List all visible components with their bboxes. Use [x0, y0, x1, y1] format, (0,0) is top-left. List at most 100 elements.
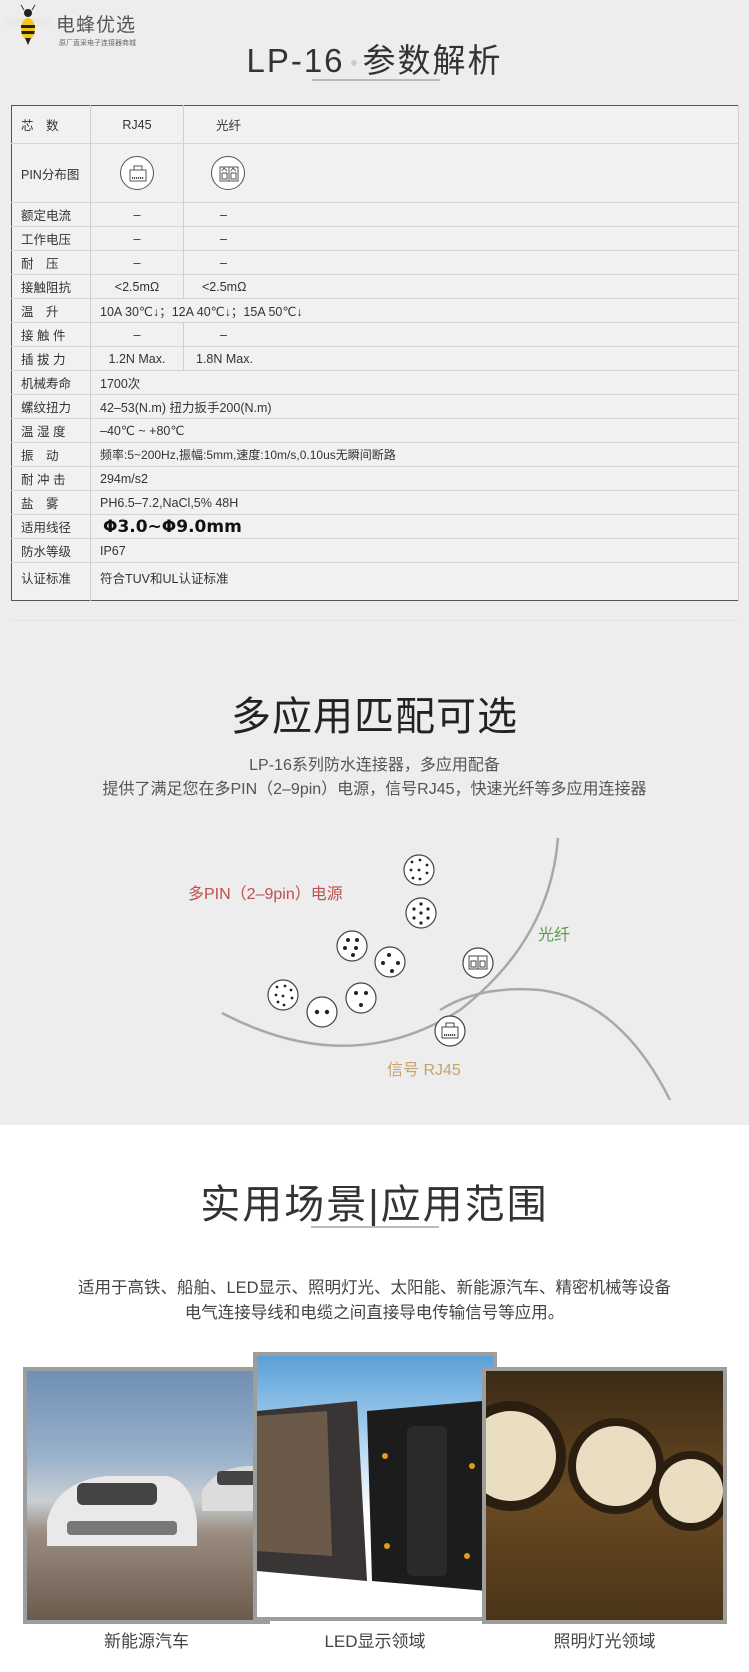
table-row: 额定电流 – –	[11, 202, 739, 227]
table-cell-fiber: 1.8N Max.	[183, 346, 739, 371]
ev-car-photo	[23, 1367, 270, 1624]
car-image	[47, 1466, 266, 1546]
title-underline	[312, 79, 440, 81]
fiber-connector-label: 光纤	[538, 927, 571, 944]
table-cell-rj45: 1.2N Max.	[90, 346, 184, 371]
table-cell-value: PH6.5–7.2,NaCl,5% 48H	[90, 490, 739, 515]
application-scenarios-title: 实用场景|应用范围	[200, 1183, 549, 1227]
rj45-connector-icon	[434, 1015, 466, 1047]
2-pin-connector-icon	[306, 996, 338, 1028]
table-cell-label: 接 触 件	[11, 322, 91, 347]
spec-table: 芯 数 RJ45 光纤 PIN分布图 额定电流 – – 工作电压 – – 耐 压…	[11, 105, 739, 601]
table-row-pin-layout: PIN分布图	[11, 143, 739, 203]
table-cell-fiber: –	[183, 226, 739, 251]
application-description-2: 电气连接导线和电缆之间直接导电传输信号等应用。	[184, 1304, 565, 1322]
stage-light-image	[486, 1401, 723, 1531]
table-row: 适用线径 Φ3.0~Φ9.0mm	[11, 514, 739, 539]
bee-icon	[5, 4, 51, 45]
table-cell-rj45: –	[90, 226, 184, 251]
table-row: 温 湿 度 –40℃ ~ +80℃	[11, 418, 739, 443]
table-cell-label: 插 拔 力	[11, 346, 91, 371]
5-pin-connector-icon	[336, 930, 368, 962]
table-cell-fiber: <2.5mΩ	[183, 274, 739, 299]
led-display-caption: LED显示领域	[324, 1632, 426, 1651]
fiber-pin-icon	[211, 156, 245, 190]
parameters-heading: 参数解析	[362, 42, 503, 79]
title-dot	[350, 60, 357, 67]
4-pin-connector-icon	[374, 946, 406, 978]
table-row: 接触阻抗 <2.5mΩ <2.5mΩ	[11, 274, 739, 299]
multi-application-title: 多应用匹配可选	[231, 695, 518, 739]
table-header-row: 芯 数 RJ45 光纤	[11, 105, 739, 144]
stage-lighting-photo	[482, 1367, 727, 1624]
led-panel-image	[257, 1401, 487, 1591]
ev-car-caption: 新能源汽车	[104, 1632, 189, 1651]
table-cell-value: 频率:5~200Hz,振幅:5mm,速度:10m/s,0.10us无瞬间断路	[90, 442, 739, 467]
table-cell-label: 适用线径	[11, 514, 91, 539]
table-cell-label: 振 动	[11, 442, 91, 467]
table-row: 机械寿命 1700次	[11, 370, 739, 395]
table-row: 插 拔 力 1.2N Max. 1.8N Max.	[11, 346, 739, 371]
table-header-fiber: 光纤	[183, 105, 739, 144]
table-cell-label: 接触阻抗	[11, 274, 91, 299]
table-cell-fiber: –	[183, 202, 739, 227]
9-pin-connector-icon	[403, 854, 435, 886]
table-cell-value: 294m/s2	[90, 466, 739, 491]
8-pin-connector-icon	[267, 979, 299, 1011]
table-cell-fiber: –	[183, 322, 739, 347]
power-connector-label: 多PIN（2–9pin）电源	[188, 886, 343, 903]
led-display-photo	[253, 1352, 497, 1621]
application-description-1: 适用于高铁、船舶、LED显示、照明灯光、太阳能、新能源汽车、精密机械等设备	[77, 1279, 672, 1297]
table-row: 防水等级 IP67	[11, 538, 739, 563]
table-row: 工作电压 – –	[11, 226, 739, 251]
connector-options-diagram	[221, 837, 672, 1100]
parameters-title: LP-16 参数解析	[0, 34, 749, 82]
table-cell-value: 1700次	[90, 370, 739, 395]
table-cell-label: 机械寿命	[11, 370, 91, 395]
table-cell-value: 42–53(N.m) 扭力扳手200(N.m)	[90, 394, 739, 419]
multi-application-subtitle-2: 提供了满足您在多PIN（2–9pin）电源，信号RJ45，快速光纤等多应用连接器	[102, 781, 647, 798]
table-row: 螺纹扭力 42–53(N.m) 扭力扳手200(N.m)	[11, 394, 739, 419]
table-cell-label: 盐 雾	[11, 490, 91, 515]
fiber-connector-icon	[462, 947, 494, 979]
table-cell-rj45: –	[90, 322, 184, 347]
table-cell-label: 温 湿 度	[11, 418, 91, 443]
brand-tagline: 原厂直采电子连接器商城	[59, 40, 136, 47]
table-row: 盐 雾 PH6.5–7.2,NaCl,5% 48H	[11, 490, 739, 515]
table-cell-label: 工作电压	[11, 226, 91, 251]
table-row: 振 动 频率:5~200Hz,振幅:5mm,速度:10m/s,0.10us无瞬间…	[11, 442, 739, 467]
table-cell-label: 温 升	[11, 298, 91, 323]
brand-logo[interactable]: 电蜂优选 原厂直采电子连接器商城	[4, 4, 154, 48]
table-row: 耐 压 – –	[11, 250, 739, 275]
table-row: 认证标准 符合TUV和UL认证标准	[11, 562, 739, 601]
table-cell-label: 认证标准	[11, 562, 91, 601]
table-cell-value: Φ3.0~Φ9.0mm	[90, 514, 739, 539]
model-name: LP-16	[246, 42, 345, 79]
table-cell-label: 芯 数	[11, 105, 91, 144]
rj45-connector-label: 信号 RJ45	[387, 1062, 461, 1079]
rj45-pin-icon	[120, 156, 154, 190]
title-underline	[311, 1226, 439, 1228]
table-cell-value: 10A 30℃↓；12A 40℃↓；15A 50℃↓	[90, 298, 739, 323]
table-row: 温 升 10A 30℃↓；12A 40℃↓；15A 50℃↓	[11, 298, 739, 323]
table-cell-rj45: –	[90, 202, 184, 227]
stage-lighting-caption: 照明灯光领域	[553, 1632, 656, 1651]
table-cell-rj45: –	[90, 250, 184, 275]
table-header-rj45: RJ45	[90, 105, 184, 144]
table-cell-label: PIN分布图	[11, 143, 91, 203]
table-row: 接 触 件 – –	[11, 322, 739, 347]
table-cell-value: IP67	[90, 538, 739, 563]
table-cell-label: 防水等级	[11, 538, 91, 563]
table-row: 耐 冲 击 294m/s2	[11, 466, 739, 491]
table-cell-fiber: –	[183, 250, 739, 275]
table-cell-label: 耐 压	[11, 250, 91, 275]
brand-name: 电蜂优选	[56, 15, 137, 36]
7-pin-connector-icon	[405, 897, 437, 929]
multi-application-subtitle-1: LP-16系列防水连接器，多应用配备	[249, 757, 500, 774]
table-cell-label: 螺纹扭力	[11, 394, 91, 419]
3-pin-connector-icon	[345, 982, 377, 1014]
section-divider	[11, 620, 739, 621]
table-cell-value: 符合TUV和UL认证标准	[90, 562, 739, 601]
table-cell-rj45: <2.5mΩ	[90, 274, 184, 299]
table-cell-label: 耐 冲 击	[11, 466, 91, 491]
